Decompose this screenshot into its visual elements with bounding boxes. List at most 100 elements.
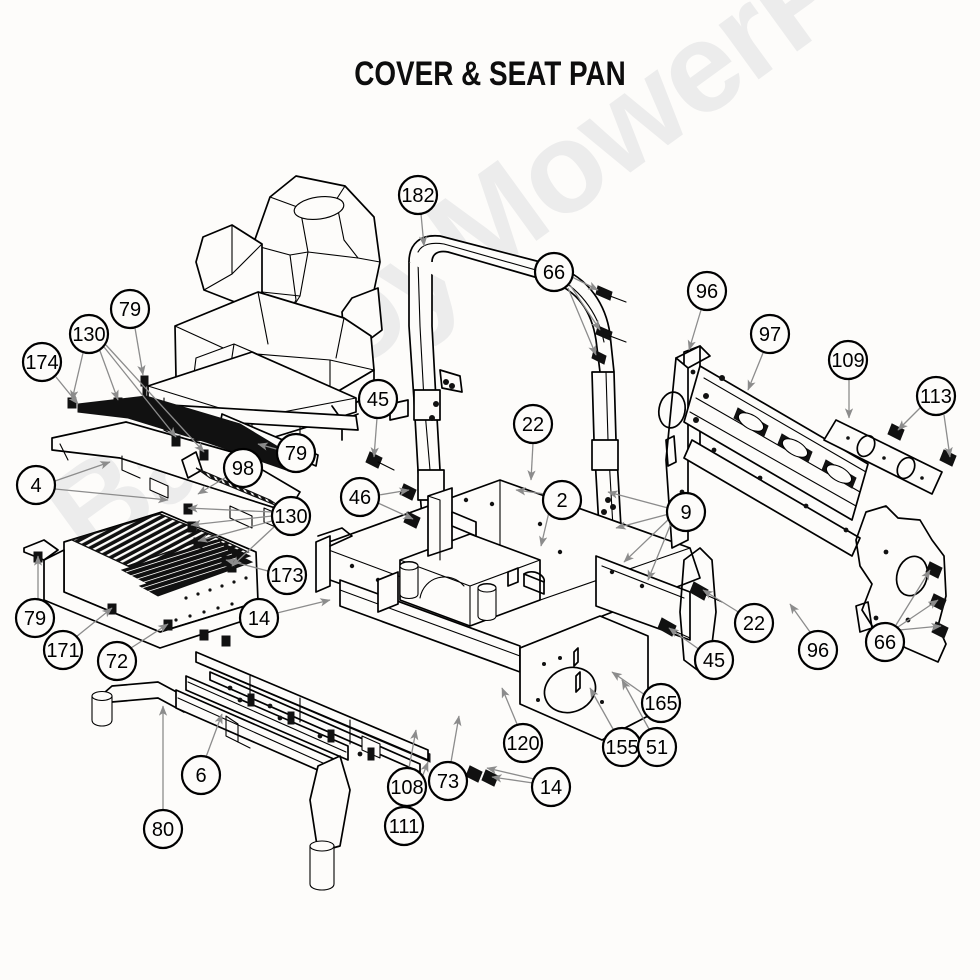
leader-line [276, 598, 331, 614]
callout-balloon-79[interactable]: 79 [14, 597, 56, 639]
leader-line [130, 623, 169, 649]
callout-number: 79 [24, 608, 46, 630]
leader-line [615, 513, 670, 530]
callout-balloon-171[interactable]: 171 [42, 629, 84, 671]
callout-circle[interactable] [96, 640, 138, 682]
callout-circle[interactable] [640, 682, 682, 724]
callout-number: 182 [401, 185, 434, 207]
callout-circle[interactable] [915, 375, 957, 417]
callout-number: 79 [285, 443, 307, 465]
callout-balloon-98[interactable]: 98 [222, 447, 264, 489]
callout-circle[interactable] [339, 476, 381, 518]
callout-circle[interactable] [733, 602, 775, 644]
leader-line [75, 607, 113, 638]
callout-circle[interactable] [541, 479, 583, 521]
callout-number: 113 [920, 386, 952, 408]
callout-circle[interactable] [270, 495, 312, 537]
callout-circle[interactable] [397, 174, 439, 216]
callout-number: 98 [232, 458, 254, 480]
callout-circle[interactable] [749, 313, 791, 355]
callout-circle[interactable] [686, 270, 728, 312]
callout-circle[interactable] [222, 447, 264, 489]
callout-number: 108 [390, 777, 423, 799]
callout-circle[interactable] [357, 378, 399, 420]
callout-circle[interactable] [42, 629, 84, 671]
callout-number: 111 [389, 816, 419, 838]
leader-line [539, 511, 550, 547]
callout-circle[interactable] [502, 722, 544, 764]
callout-circle[interactable] [533, 251, 575, 293]
callout-balloon-173[interactable]: 173 [266, 554, 308, 596]
leader-line [897, 599, 939, 628]
callout-balloon-130[interactable]: 130 [270, 495, 312, 537]
callout-balloon-109[interactable]: 109 [827, 339, 869, 381]
callout-balloon-22[interactable]: 22 [512, 403, 554, 445]
callout-balloon-45[interactable]: 45 [357, 378, 399, 420]
callout-circle[interactable] [827, 339, 869, 381]
callout-balloon-72[interactable]: 72 [96, 640, 138, 682]
callout-balloon-182[interactable]: 182 [397, 174, 439, 216]
callout-circle[interactable] [266, 554, 308, 596]
callout-number: 73 [437, 771, 459, 793]
callout-circle[interactable] [238, 597, 280, 639]
callout-number: 14 [248, 608, 270, 630]
callout-balloon-80[interactable]: 80 [142, 808, 184, 850]
leader-line [943, 414, 953, 458]
callout-number: 72 [106, 651, 128, 673]
seat-pan-grille [23, 511, 259, 649]
callout-balloon-22[interactable]: 22 [733, 602, 775, 644]
callout-circle[interactable] [512, 403, 554, 445]
callout-circle[interactable] [15, 464, 57, 506]
callout-circle[interactable] [109, 288, 151, 330]
callout-circle[interactable] [665, 491, 707, 533]
callout-balloon-108[interactable]: 108 [386, 766, 428, 808]
callout-balloon-14[interactable]: 14 [530, 766, 572, 808]
leader-line [515, 487, 546, 496]
callout-balloon-73[interactable]: 73 [427, 760, 469, 802]
callout-balloon-120[interactable]: 120 [502, 722, 544, 764]
callout-balloon-66[interactable]: 66 [533, 251, 575, 293]
callout-balloon-111[interactable]: 111 [383, 805, 425, 847]
callout-circle[interactable] [797, 629, 839, 671]
callout-balloon-66[interactable]: 66 [864, 621, 906, 663]
callout-balloon-51[interactable]: 51 [636, 726, 678, 768]
callout-balloon-46[interactable]: 46 [339, 476, 381, 518]
callout-balloon-113[interactable]: 113 [915, 375, 957, 417]
callout-balloon-155[interactable]: 155 [601, 726, 643, 768]
callout-balloon-6[interactable]: 6 [180, 754, 222, 796]
leader-line [623, 517, 671, 563]
callout-balloon-79[interactable]: 79 [275, 432, 317, 474]
callout-balloon-4[interactable]: 4 [15, 464, 57, 506]
callout-number: 46 [349, 487, 371, 509]
callout-balloon-14[interactable]: 14 [238, 597, 280, 639]
callout-circle[interactable] [68, 313, 110, 355]
callout-circle[interactable] [636, 726, 678, 768]
leader-line [54, 461, 111, 482]
callout-circle[interactable] [864, 621, 906, 663]
callout-circle[interactable] [142, 808, 184, 850]
callout-balloon-45[interactable]: 45 [693, 639, 735, 681]
callout-balloon-165[interactable]: 165 [640, 682, 682, 724]
callout-balloon-2[interactable]: 2 [541, 479, 583, 521]
callout-balloon-130[interactable]: 130 [68, 313, 110, 355]
callout-circle[interactable] [386, 766, 428, 808]
callout-circle[interactable] [14, 597, 56, 639]
callout-circle[interactable] [180, 754, 222, 796]
callout-balloon-9[interactable]: 9 [665, 491, 707, 533]
callout-balloon-97[interactable]: 97 [749, 313, 791, 355]
callout-circle[interactable] [21, 341, 63, 383]
callout-circle[interactable] [693, 639, 735, 681]
leader-line [501, 687, 518, 725]
callout-circle[interactable] [383, 805, 425, 847]
callout-balloon-79[interactable]: 79 [109, 288, 151, 330]
callout-circle[interactable] [427, 760, 469, 802]
leader-line [647, 520, 673, 581]
leader-line [190, 515, 273, 529]
callout-circle[interactable] [275, 432, 317, 474]
callout-balloon-96[interactable]: 96 [686, 270, 728, 312]
callout-balloon-96[interactable]: 96 [797, 629, 839, 671]
callout-balloon-174[interactable]: 174 [21, 341, 63, 383]
callout-circle[interactable] [530, 766, 572, 808]
